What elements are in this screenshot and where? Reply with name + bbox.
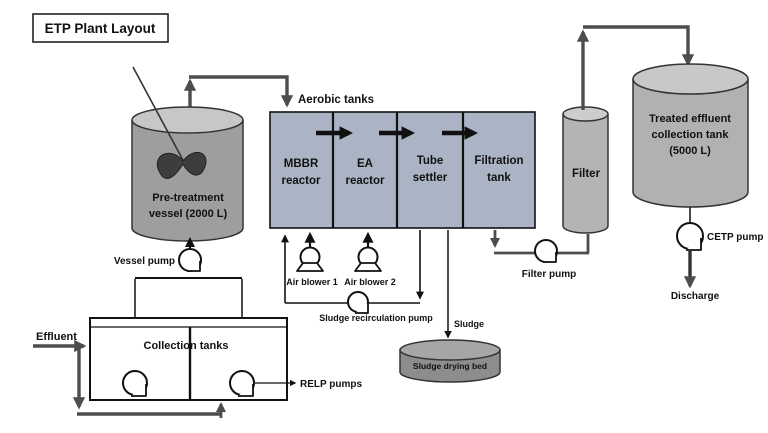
- filter-feed-piping: Filter pump: [489, 230, 590, 280]
- treated-tank-body: [632, 79, 749, 208]
- pretreatment-vessel-top: [131, 106, 244, 134]
- sludge-label: Sludge: [454, 319, 484, 329]
- sludge-recirculation-loop: Sludge recirculation pump: [281, 230, 433, 323]
- air-blower-1-base: [296, 262, 324, 272]
- filter-label: Filter: [572, 168, 601, 180]
- pipe-vessel-to-aerobic: [189, 75, 294, 108]
- air-blower-2-label: Air blower 2: [344, 277, 396, 287]
- pretreatment-label-line1: Pre-treatment: [152, 192, 224, 204]
- filter-pump-label: Filter pump: [522, 269, 576, 280]
- treated-tank-label-line2: collection tank: [651, 129, 729, 141]
- pretreatment-label-line2: vessel (2000 L): [149, 208, 228, 220]
- filter-column: Filter: [562, 106, 609, 234]
- relp-pumps-label: RELP pumps: [300, 379, 362, 390]
- tube-settler-label-line2: settler: [413, 172, 448, 184]
- treated-effluent-tank: Treated effluent collection tank (5000 L…: [632, 63, 749, 208]
- ea-label-line1: EA: [357, 158, 373, 170]
- relp-pump-1-tail: [131, 384, 147, 397]
- air-blower-2-base: [354, 262, 382, 272]
- filter-pump-tail: [543, 252, 557, 263]
- filter-top: [562, 106, 609, 122]
- treated-tank-label-line3: (5000 L): [669, 145, 711, 157]
- title-box: [32, 13, 169, 43]
- cetp-pump-tail: [686, 238, 702, 251]
- aerobic-tanks-block: Aerobic tanks MBBR reactor EA reactor Tu…: [269, 94, 536, 229]
- effluent-inlet: Effluent: [33, 331, 227, 418]
- aerobic-tank-body: [269, 111, 536, 229]
- air-blower-1: Air blower 1: [286, 231, 338, 287]
- filter-body: [562, 114, 609, 234]
- collection-tanks-label: Collection tanks: [144, 340, 229, 352]
- effluent-label: Effluent: [36, 331, 77, 343]
- air-blower-1-label: Air blower 1: [286, 277, 338, 287]
- sludge-recirculation-pump-tail: [355, 303, 369, 314]
- collection-tank-body: [89, 317, 288, 401]
- pipe-filter-to-treated-tank: [583, 25, 695, 67]
- aerobic-tanks-label: Aerobic tanks: [298, 94, 374, 106]
- tube-settler-label-line1: Tube: [417, 155, 444, 167]
- vessel-pump-label: Vessel pump: [114, 256, 175, 267]
- cetp-discharge: CETP pump Discharge: [671, 207, 763, 302]
- pretreatment-vessel-body: [131, 120, 244, 242]
- sludge-drying-bed: Sludge drying bed: [399, 339, 501, 383]
- sludge-bed-top: [399, 339, 501, 361]
- ea-label-line2: reactor: [346, 175, 386, 187]
- cetp-pump-label: CETP pump: [707, 232, 763, 243]
- sludge-bed-label: Sludge drying bed: [413, 361, 487, 371]
- mbbr-label-line2: reactor: [282, 175, 322, 187]
- filtration-label-line1: Filtration: [474, 155, 523, 167]
- mixer-impeller-icon: [157, 151, 207, 179]
- vessel-pump: Vessel pump: [114, 237, 202, 272]
- discharge-label: Discharge: [671, 291, 720, 302]
- filtration-label-line2: tank: [487, 172, 511, 184]
- relp-pump-2-tail: [238, 384, 254, 397]
- treated-tank-label-line1: Treated effluent: [649, 113, 731, 125]
- vessel-pump-tail: [187, 261, 201, 272]
- page-title: ETP Plant Layout: [45, 21, 156, 36]
- mixer-shaft: [132, 66, 185, 163]
- collection-tanks: Collection tanks RELP pumps: [89, 317, 362, 401]
- treated-tank-top: [632, 63, 749, 95]
- sludge-recirculation-pump-label: Sludge recirculation pump: [319, 313, 433, 323]
- pretreatment-vessel: Pre-treatment vessel (2000 L): [131, 66, 244, 242]
- mbbr-label-line1: MBBR: [284, 158, 319, 170]
- air-blower-2: Air blower 2: [344, 231, 396, 287]
